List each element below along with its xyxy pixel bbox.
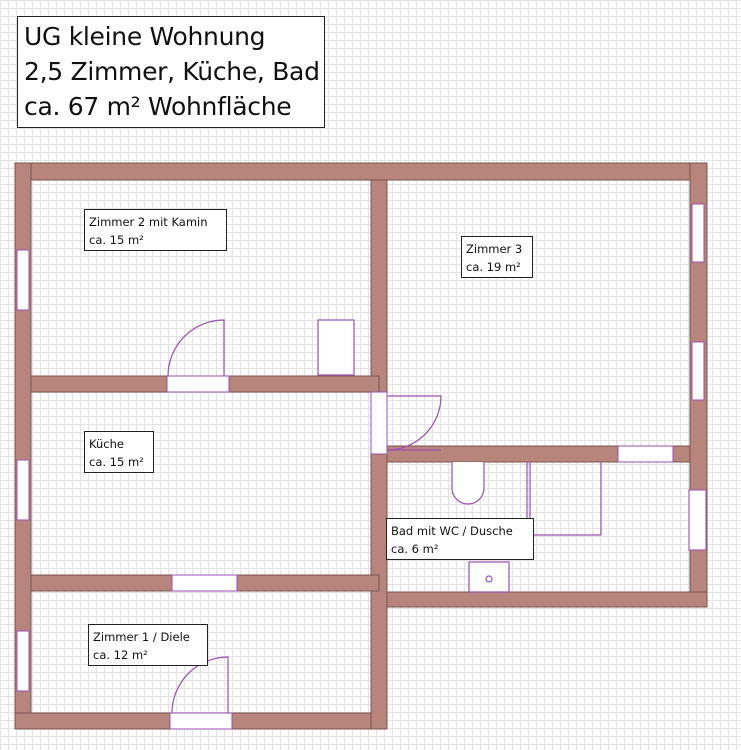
door-opening-kueche-zimmer1 (171, 574, 238, 592)
room-name-zimmer2: Zimmer 2 mit Kamin (89, 215, 208, 229)
title-line-3: ca. 67 m² Wohnfläche (24, 92, 292, 121)
window-bad (688, 489, 707, 551)
fireplace (317, 319, 355, 376)
room-name-zimmer3: Zimmer 3 (466, 242, 523, 256)
title-line-1: UG kleine Wohnung (24, 22, 266, 51)
title-box: UG kleine Wohnung 2,5 Zimmer, Küche, Bad… (17, 16, 325, 128)
room-area-zimmer3: ca. 19 m² (466, 260, 521, 274)
door-swings (167, 319, 442, 714)
door-openings (166, 375, 674, 730)
windows (16, 203, 707, 692)
door-opening-zimmer1 (169, 712, 233, 730)
room-area-zimmer1: ca. 12 m² (93, 648, 148, 662)
room-area-bad: ca. 6 m² (391, 542, 439, 556)
toilet (451, 462, 485, 505)
room-area-kueche: ca. 15 m² (89, 455, 144, 469)
window-kueche (16, 459, 30, 521)
door-swing-zimmer2 (167, 319, 225, 377)
walls (14, 162, 708, 730)
room-label-zimmer1: Zimmer 1 / Diele ca. 12 m² (88, 624, 208, 666)
room-label-zimmer2: Zimmer 2 mit Kamin ca. 15 m² (84, 209, 227, 251)
room-area-zimmer2: ca. 15 m² (89, 233, 144, 247)
door-swing-zimmer3 (386, 395, 442, 451)
wall-outer-bottom-right (385, 591, 708, 608)
wall-outer-top (14, 162, 708, 181)
washbasin-drain (485, 575, 493, 583)
room-label-zimmer3: Zimmer 3 ca. 19 m² (461, 236, 533, 278)
door-swing-zimmer1 (171, 656, 229, 714)
room-label-bad: Bad mit WC / Dusche ca. 6 m² (386, 518, 534, 560)
window-zimmer3-lower (691, 341, 705, 401)
window-zimmer3-upper (691, 203, 705, 263)
door-opening-zimmer3 (370, 391, 388, 455)
room-label-kueche: Küche ca. 15 m² (84, 431, 154, 473)
room-name-bad: Bad mit WC / Dusche (391, 524, 513, 538)
fixtures (317, 319, 602, 593)
title-line-2: 2,5 Zimmer, Küche, Bad (24, 57, 320, 86)
door-opening-zimmer2 (166, 375, 230, 393)
window-zimmer1 (16, 630, 30, 692)
room-name-kueche: Küche (89, 437, 124, 451)
door-opening-bad (617, 445, 674, 463)
window-zimmer2 (16, 249, 30, 311)
room-name-zimmer1: Zimmer 1 / Diele (93, 630, 190, 644)
